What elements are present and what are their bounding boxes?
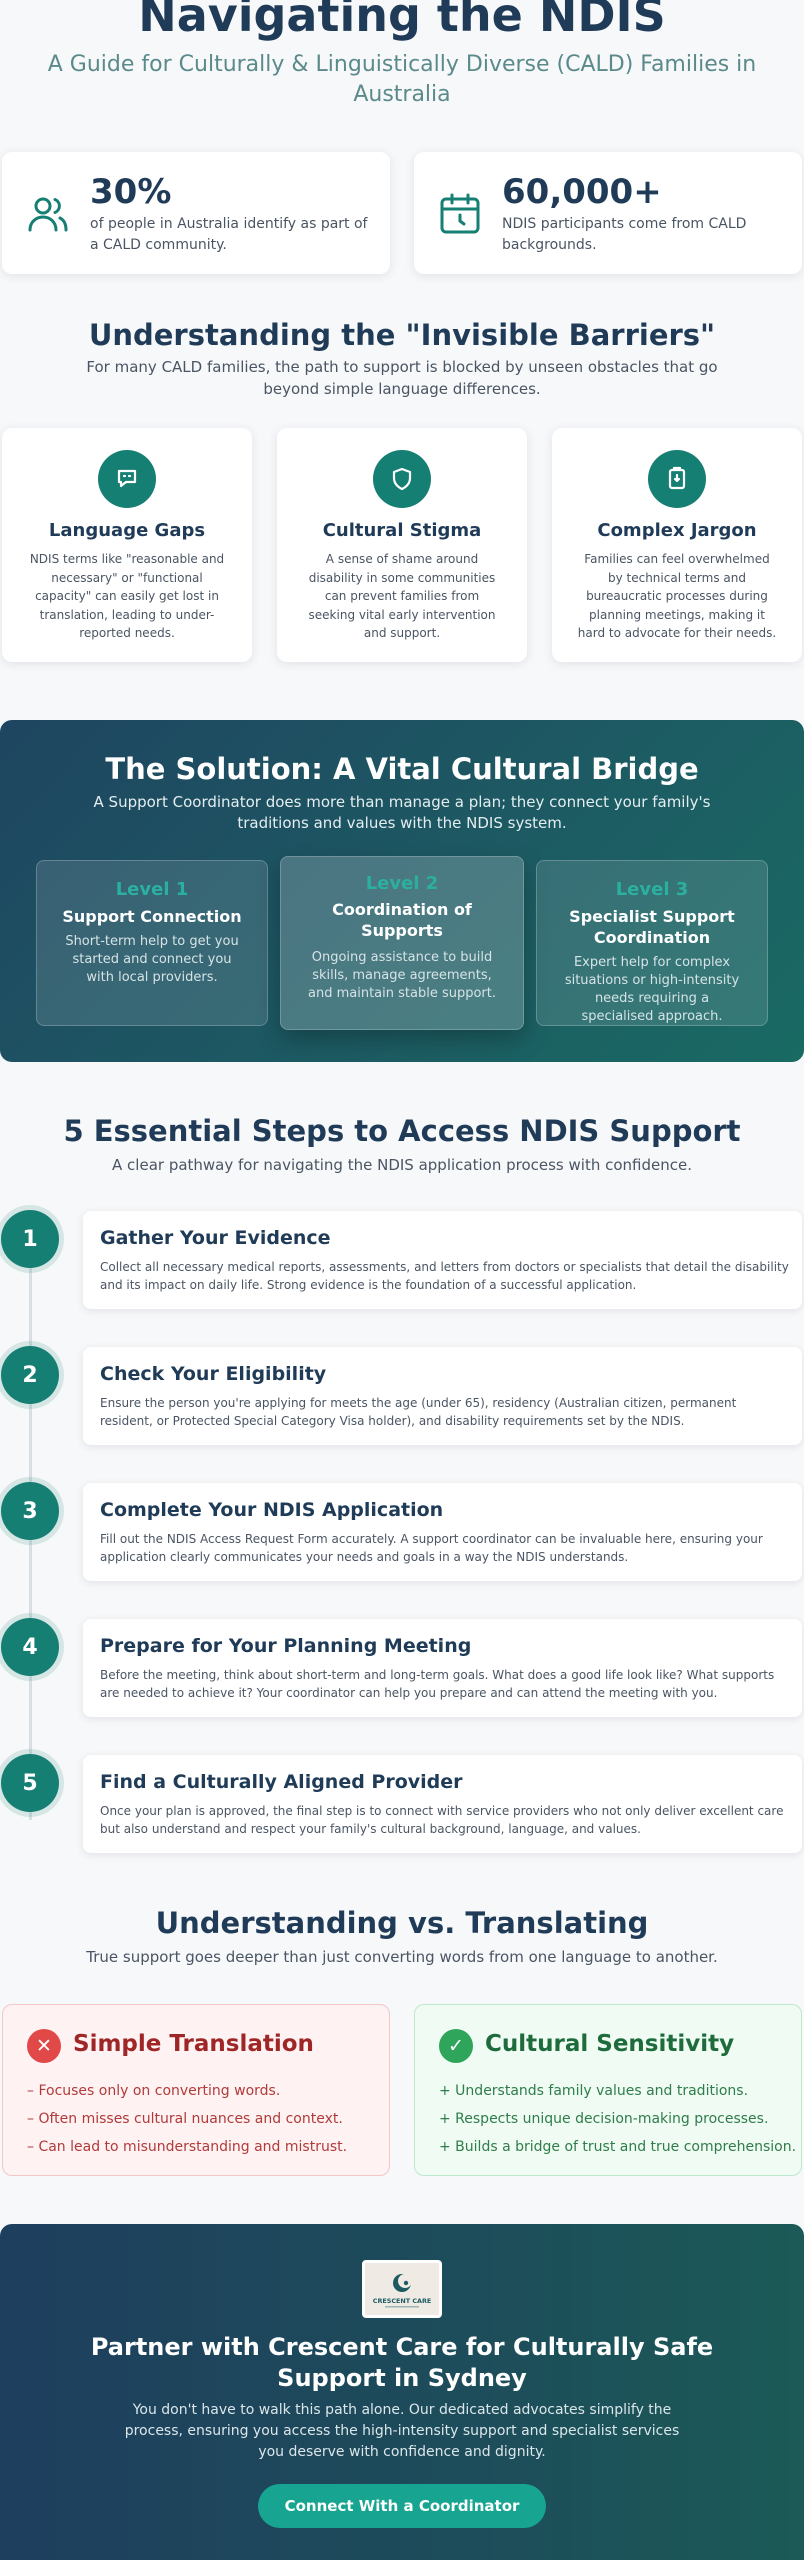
barrier-card-jargon: Complex Jargon Families can feel overwhe… bbox=[552, 428, 802, 662]
step-card-1: Gather Your Evidence Collect all necessa… bbox=[83, 1211, 802, 1309]
level-title: Support Connection bbox=[62, 907, 242, 926]
step-title: Complete Your NDIS Application bbox=[100, 1499, 444, 1521]
barriers-title: Understanding the "Invisible Barriers" bbox=[88, 318, 716, 352]
step-card-3: Complete Your NDIS Application Fill out … bbox=[83, 1483, 802, 1581]
barrier-title: Language Gaps bbox=[48, 520, 206, 541]
barrier-text: NDIS terms like "reasonable and necessar… bbox=[29, 552, 225, 640]
barrier-card-stigma: Cultural Stigma A sense of shame around … bbox=[277, 428, 527, 662]
stat-card-cald-population: 30% of people in Australia identify as p… bbox=[2, 152, 390, 274]
crescent-care-logo: CRESCENT CARE bbox=[362, 2260, 442, 2318]
barrier-card-language: Language Gaps NDIS terms like "reasonabl… bbox=[2, 428, 252, 662]
shield-icon bbox=[373, 450, 431, 508]
compare-item: – Focuses only on converting words. bbox=[27, 2083, 281, 2099]
page-title: Navigating the NDIS bbox=[138, 0, 666, 42]
cultural-sensitivity-card: ✓ Cultural Sensitivity + Understands fam… bbox=[414, 2004, 802, 2176]
steps-title: 5 Essential Steps to Access NDIS Support bbox=[63, 1114, 741, 1148]
crescent-logo-icon: CRESCENT CARE bbox=[373, 2274, 432, 2308]
level-text: Expert help for complex situations or hi… bbox=[564, 955, 740, 1024]
partner-text: You don't have to walk this path alone. … bbox=[124, 2402, 680, 2460]
step-text: Fill out the NDIS Access Request Form ac… bbox=[100, 1532, 763, 1564]
compare-item: + Builds a bridge of trust and true comp… bbox=[439, 2139, 797, 2155]
document-icon bbox=[648, 450, 706, 508]
step-number: 1 bbox=[1, 1210, 59, 1268]
compare-item: + Respects unique decision-making proces… bbox=[439, 2111, 769, 2127]
solution-section: The Solution: A Vital Cultural Bridge A … bbox=[0, 720, 804, 1062]
step-number: 2 bbox=[1, 1346, 59, 1404]
close-icon: ✕ bbox=[27, 2029, 61, 2063]
level-title: Coordination of Supports bbox=[332, 900, 472, 940]
compare-subtitle: True support goes deeper than just conve… bbox=[86, 1948, 718, 1966]
step-number: 3 bbox=[1, 1482, 59, 1540]
step-title: Find a Culturally Aligned Provider bbox=[100, 1771, 463, 1793]
partner-section: CRESCENT CARE Partner with Crescent Care… bbox=[0, 2224, 804, 2560]
level-label: Level 2 bbox=[365, 873, 439, 894]
solution-subtitle: A Support Coordinator does more than man… bbox=[93, 793, 711, 832]
steps-subtitle: A clear pathway for navigating the NDIS … bbox=[112, 1156, 692, 1174]
check-icon: ✓ bbox=[439, 2029, 473, 2063]
stat-value: 60,000+ bbox=[502, 172, 662, 212]
compare-item: – Often misses cultural nuances and cont… bbox=[27, 2111, 343, 2127]
stat-card-cald-participants: 60,000+ NDIS participants come from CALD… bbox=[414, 152, 802, 274]
barrier-text: A sense of shame around disability in so… bbox=[308, 552, 496, 640]
users-icon bbox=[28, 197, 68, 232]
barrier-title: Cultural Stigma bbox=[322, 520, 482, 541]
level-text: Ongoing assistance to build skills, mana… bbox=[308, 950, 496, 1001]
level-title: Specialist Support Coordination bbox=[569, 907, 735, 947]
calendar-icon bbox=[440, 193, 480, 234]
logo-text: CRESCENT CARE bbox=[373, 2297, 432, 2305]
page-subtitle: A Guide for Culturally & Linguistically … bbox=[47, 52, 757, 107]
stat-value: 30% bbox=[90, 172, 172, 212]
compare-item: + Understands family values and traditio… bbox=[439, 2083, 749, 2099]
step-title: Gather Your Evidence bbox=[100, 1227, 331, 1249]
step-card-4: Prepare for Your Planning Meeting Before… bbox=[83, 1619, 802, 1717]
level-label: Level 1 bbox=[115, 879, 189, 900]
barrier-text: Families can feel overwhelmed by technic… bbox=[577, 552, 777, 640]
solution-title: The Solution: A Vital Cultural Bridge bbox=[105, 752, 699, 786]
speech-bubble-icon bbox=[98, 450, 156, 508]
step-text: Collect all necessary medical reports, a… bbox=[100, 1260, 789, 1292]
step-text: Ensure the person you're applying for me… bbox=[100, 1396, 737, 1428]
level-label: Level 3 bbox=[615, 879, 689, 900]
step-text: Once your plan is approved, the final st… bbox=[100, 1804, 784, 1836]
level-card-2: Level 2 Coordination of Supports Ongoing… bbox=[280, 856, 524, 1030]
level-text: Short-term help to get you started and c… bbox=[65, 934, 239, 985]
step-card-5: Find a Culturally Aligned Provider Once … bbox=[83, 1755, 802, 1853]
step-card-2: Check Your Eligibility Ensure the person… bbox=[83, 1347, 802, 1445]
step-number: 5 bbox=[1, 1754, 59, 1812]
stat-text: of people in Australia identify as part … bbox=[90, 216, 368, 253]
step-title: Check Your Eligibility bbox=[100, 1363, 327, 1385]
partner-title: Partner with Crescent Care for Culturall… bbox=[90, 2333, 714, 2392]
step-title: Prepare for Your Planning Meeting bbox=[100, 1635, 472, 1657]
step-number: 4 bbox=[1, 1618, 59, 1676]
level-card-1: Level 1 Support Connection Short-term he… bbox=[36, 860, 268, 1026]
level-card-3: Level 3 Specialist Support Coordination … bbox=[536, 860, 768, 1026]
barrier-title: Complex Jargon bbox=[597, 520, 757, 541]
step-text: Before the meeting, think about short-te… bbox=[100, 1668, 775, 1700]
barriers-subtitle: For many CALD families, the path to supp… bbox=[86, 358, 718, 398]
connect-coordinator-button[interactable]: Connect With a Coordinator bbox=[258, 2484, 546, 2528]
simple-translation-card: ✕ Simple Translation – Focuses only on c… bbox=[2, 2004, 390, 2176]
compare-item: – Can lead to misunderstanding and mistr… bbox=[27, 2139, 348, 2155]
compare-card-title: Cultural Sensitivity bbox=[485, 2031, 735, 2057]
stat-text: NDIS participants come from CALD backgro… bbox=[502, 216, 747, 253]
compare-title: Understanding vs. Translating bbox=[155, 1906, 649, 1940]
compare-card-title: Simple Translation bbox=[73, 2031, 314, 2057]
